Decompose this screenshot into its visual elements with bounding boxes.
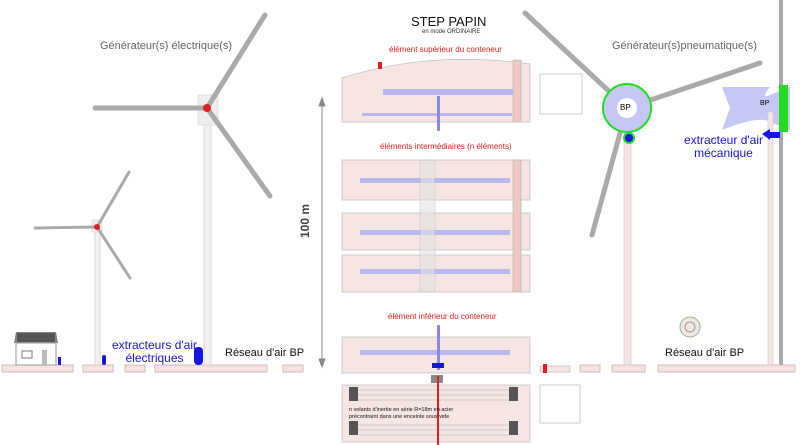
container-middle-label: éléments intermédiaires (n éléments) <box>380 142 512 151</box>
flywheel-label: n volants d'inertie en série R=18m en ac… <box>349 407 453 421</box>
label-line: mécanique <box>694 146 753 160</box>
label-line: précontraint dans une enceinte sous vide <box>349 414 450 420</box>
house-icon <box>14 332 58 366</box>
label-line: électriques <box>125 351 184 365</box>
air-network-label-left: Réseau d'air BP <box>225 347 305 359</box>
container-middle <box>341 159 531 293</box>
label-line: n volants d'inertie en série R=18m en ac… <box>349 407 454 413</box>
electric-extractor-icon <box>194 347 203 365</box>
page-subtitle: en mode ORDINAIRE <box>422 29 481 35</box>
container-bottom-label: élément inférieur du conteneur <box>388 312 497 321</box>
air-network-label-right: Réseau d'air BP <box>665 347 745 359</box>
container-bottom <box>341 325 581 424</box>
label-line: extracteur d'air <box>684 133 763 147</box>
electric-extractor-icon <box>58 357 61 365</box>
venturi-bp-label: BP <box>760 100 770 107</box>
height-arrow <box>318 96 326 369</box>
container-top <box>341 59 583 131</box>
flywheel-enclosure <box>341 375 531 445</box>
height-label: 100 m <box>298 203 312 238</box>
page-title: STEP PAPIN <box>411 14 487 29</box>
label-line: extracteurs d'air <box>112 338 197 352</box>
pneumatic-wind-turbine <box>522 10 763 366</box>
electric-generators-heading: Générateur(s) électrique(s) <box>100 40 233 52</box>
air-network-node <box>679 316 701 338</box>
small-wind-turbine <box>33 170 132 366</box>
large-wind-turbine <box>92 12 273 366</box>
electric-extractor-icon <box>102 355 106 365</box>
container-top-label: élément supérieur du conteneur <box>389 45 502 54</box>
hub-bp-label: BP <box>620 103 631 112</box>
mechanical-extractor-venturi <box>722 0 790 366</box>
pneumatic-generators-heading: Générateur(s)pneumatique(s) <box>612 40 757 52</box>
